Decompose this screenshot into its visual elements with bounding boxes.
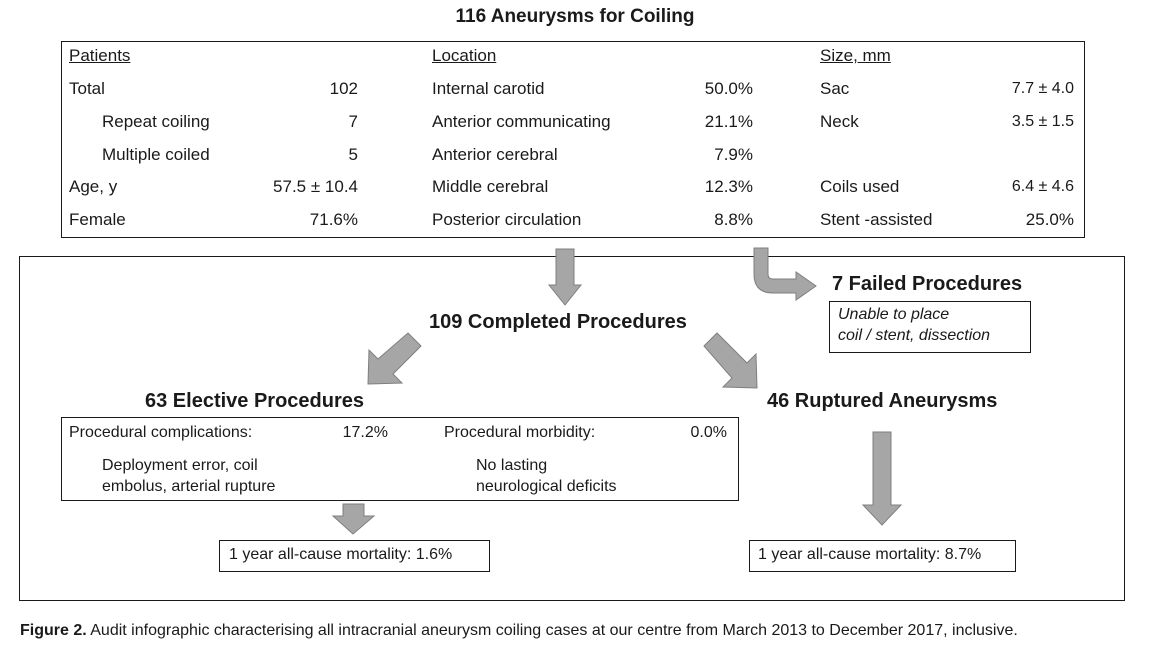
complications-line2: embolus, arterial rupture [102,478,276,495]
size-header: Size, mm [820,46,891,65]
location-posterior-label: Posterior circulation [432,210,582,229]
complications-label: Procedural complications: [69,424,253,441]
arrow-to-ruptured-mortality [861,431,903,526]
size-neck-label: Neck [820,112,859,131]
morbidity-value: 0.0% [690,424,727,441]
summary-box [61,41,1085,238]
location-ica-label: Internal carotid [432,79,545,98]
patients-total-label: Total [69,79,105,98]
complications-line1: Deployment error, coil [102,457,258,474]
location-aca-label: Anterior cerebral [432,145,558,164]
patients-female-value: 71.6% [309,210,358,229]
location-mca-value: 12.3% [704,177,753,196]
arrow-to-ruptured [703,332,758,389]
arrow-to-elective [367,332,422,385]
patients-repeat-label: Repeat coiling [102,112,210,131]
patients-total-value: 102 [329,79,358,98]
arrow-to-elective-mortality [331,503,376,535]
elective-mortality-text: 1 year all-cause mortality: 1.6% [229,546,453,563]
arrow-to-failed [753,247,817,301]
failed-line2: coil / stent, dissection [838,327,991,344]
diagram-title: 116 Aneurysms for Coiling [455,6,695,27]
size-sac-value: 7.7 ± 4.0 [1011,80,1074,97]
figure-caption: Figure 2. Audit infographic characterisi… [20,622,1018,640]
caption-text: Audit infographic characterising all int… [86,622,1018,639]
size-neck-value: 3.5 ± 1.5 [1011,113,1074,130]
size-coils-label: Coils used [820,177,900,196]
failed-line1: Unable to place [838,306,950,323]
patients-female-label: Female [69,210,126,229]
location-posterior-value: 8.8% [714,210,753,229]
patients-multiple-value: 5 [348,145,358,164]
failed-title: 7 Failed Procedures [832,273,1023,295]
complications-value: 17.2% [342,424,388,441]
size-stent-label: Stent -assisted [820,210,933,229]
elective-details-box [61,417,739,501]
caption-label: Figure 2. [20,622,87,639]
location-acom-value: 21.1% [704,112,753,131]
ruptured-mortality-box [749,540,1016,572]
failed-box [829,301,1031,353]
ruptured-title: 46 Ruptured Aneurysms [767,390,998,412]
location-acom-label: Anterior communicating [432,112,611,131]
size-sac-label: Sac [820,79,850,98]
patients-repeat-value: 7 [348,112,358,131]
completed-title: 109 Completed Procedures [429,311,687,333]
patients-header: Patients [69,46,131,65]
location-mca-label: Middle cerebral [432,177,549,196]
morbidity-line1: No lasting [476,457,548,474]
patients-multiple-label: Multiple coiled [102,145,210,164]
morbidity-line2: neurological deficits [476,478,617,495]
elective-title: 63 Elective Procedures [145,390,365,412]
location-aca-value: 7.9% [714,145,753,164]
elective-mortality-box [219,540,490,572]
patients-age-label: Age, y [69,177,118,196]
morbidity-label: Procedural morbidity: [444,424,596,441]
patients-age-value: 57.5 ± 10.4 [273,177,358,196]
size-stent-value: 25.0% [1025,210,1074,229]
location-header: Location [432,46,497,65]
ruptured-mortality-text: 1 year all-cause mortality: 8.7% [758,546,982,563]
location-ica-value: 50.0% [704,79,753,98]
size-coils-value: 6.4 ± 4.6 [1011,178,1074,195]
arrow-to-completed [547,248,583,306]
